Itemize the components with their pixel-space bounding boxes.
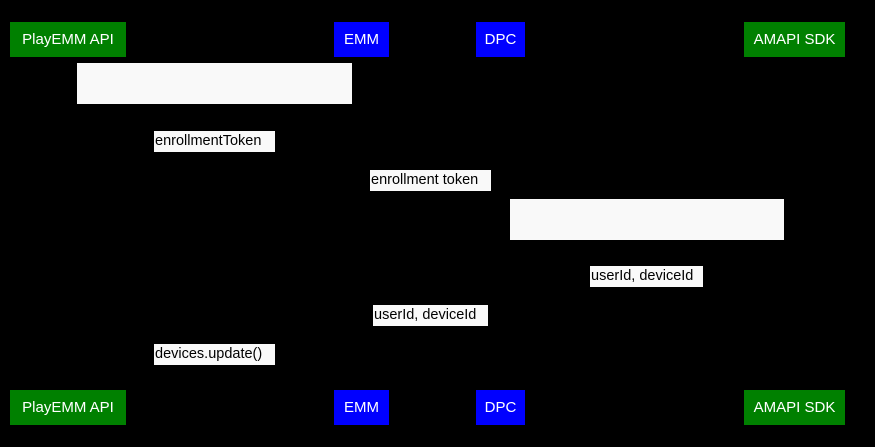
message-line-1: enrollmentTokens.create( <box>133 106 296 122</box>
participant-bottom-emm[interactable]: EMM <box>334 390 389 425</box>
participant-top-dpc[interactable]: DPC <box>476 22 525 57</box>
participant-top-playemm-api[interactable]: PlayEMM API <box>10 22 126 57</box>
message-label-enrollment-token-to-dpc: enrollment token <box>370 170 491 191</box>
participant-top-emm[interactable]: EMM <box>334 22 389 57</box>
message-label-enrollment-token-response: enrollmentToken <box>154 131 275 152</box>
message-label-account-setup-client-start: accountSetupClient .startAccountSetup(en… <box>510 199 784 318</box>
participant-label: AMAPI SDK <box>753 399 836 416</box>
participant-top-amapi-sdk[interactable]: AMAPI SDK <box>744 22 845 57</box>
lifeline-emm <box>361 57 362 390</box>
participant-label: PlayEMM API <box>22 399 114 416</box>
message-line-1: accountSetupClient <box>584 242 710 258</box>
participant-label: AMAPI SDK <box>753 31 836 48</box>
participant-bottom-playemm-api[interactable]: PlayEMM API <box>10 390 126 425</box>
participant-label: EMM <box>344 31 379 48</box>
message-label-userid-deviceid-from-sdk: userId, deviceId <box>590 266 703 287</box>
participant-label: PlayEMM API <box>22 31 114 48</box>
participant-label: DPC <box>484 399 517 416</box>
participant-label: EMM <box>344 399 379 416</box>
message-line-2: enrollmentTokenType=userlessDevice) <box>89 166 340 182</box>
participant-bottom-amapi-sdk[interactable]: AMAPI SDK <box>744 390 845 425</box>
message-label-devices-update: devices.update() <box>154 344 275 365</box>
lifeline-amapi-sdk <box>794 57 795 390</box>
message-label-enrollment-tokens-create: enrollmentTokens.create( enrollmentToken… <box>77 63 352 182</box>
participant-label: DPC <box>484 31 517 48</box>
lifeline-dpc <box>500 57 501 390</box>
message-line-2: .startAccountSetup(entrollment token) <box>525 302 769 318</box>
message-label-userid-deviceid-to-emm: userId, deviceId <box>373 305 488 326</box>
participant-bottom-dpc[interactable]: DPC <box>476 390 525 425</box>
lifeline-playemm-api <box>68 57 69 390</box>
